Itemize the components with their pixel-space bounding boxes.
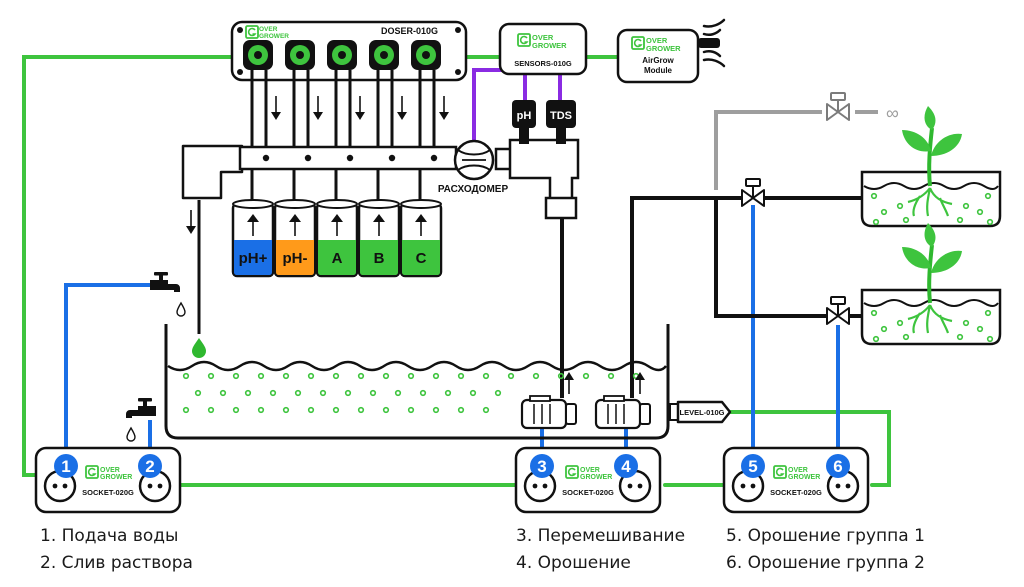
bottle-label: C: [416, 250, 427, 267]
sensors-title: SENSORS-010G: [514, 59, 572, 68]
valve-icon: [826, 92, 850, 121]
marker-5: 5: [741, 454, 765, 478]
bottle-4: B: [357, 199, 401, 278]
svg-text:GROWER: GROWER: [646, 44, 681, 53]
pump-icon: [520, 394, 578, 430]
marker-4: 4: [614, 454, 638, 478]
svg-text:5: 5: [748, 457, 757, 476]
legend-item-6: 6. Орошение группа 2: [726, 553, 925, 573]
faucet-icon: [150, 272, 180, 292]
svg-text:GROWER: GROWER: [259, 33, 289, 40]
marker-3: 3: [530, 454, 554, 478]
marker-6: 6: [826, 454, 850, 478]
svg-text:OVER: OVER: [788, 467, 808, 474]
airgrow-module: OVER GROWER AirGrow Module: [616, 18, 726, 84]
svg-text:GROWER: GROWER: [100, 474, 132, 481]
marker-1: 1: [54, 454, 78, 478]
bottle-label: B: [374, 250, 385, 267]
flowmeter-label: РАСХОДОМЕР: [438, 184, 509, 195]
svg-text:LEVEL-010G: LEVEL-010G: [679, 408, 724, 417]
grow-tray-2: [860, 288, 1002, 346]
grow-tray-1: [860, 170, 1002, 228]
svg-text:6: 6: [833, 457, 842, 476]
bottle-1: pH+: [231, 199, 275, 278]
svg-text:AirGrow: AirGrow: [642, 56, 674, 65]
nutrient-bottles: pH+ pH- A B C: [231, 199, 443, 278]
svg-text:OVER: OVER: [580, 467, 600, 474]
svg-text:OVER: OVER: [100, 467, 120, 474]
reservoir-tank: [164, 324, 670, 440]
bottle-2: pH-: [273, 199, 317, 278]
svg-text:GROWER: GROWER: [532, 41, 567, 50]
legend-item-4: 4. Орошение: [516, 553, 631, 573]
bottle-label: A: [332, 250, 343, 267]
doser-title: DOSER-010G: [381, 26, 438, 36]
svg-text:OVER: OVER: [646, 36, 668, 45]
svg-text:Module: Module: [644, 66, 673, 75]
svg-text:TDS: TDS: [550, 110, 572, 122]
legend-item-2: 2. Слив раствора: [40, 553, 193, 573]
bottle-label: pH+: [239, 250, 268, 267]
probe-ph: pH: [512, 100, 536, 144]
bottle-label: pH-: [283, 250, 308, 267]
flowmeter: [453, 139, 495, 181]
probe-tds: TDS: [546, 100, 576, 144]
legend-item-1: 1. Подача воды: [40, 526, 179, 546]
bottle-5: C: [399, 199, 443, 278]
pump-icon: [594, 394, 652, 430]
sensors-unit: OVER GROWER SENSORS-010G: [498, 22, 588, 76]
svg-text:1: 1: [61, 457, 70, 476]
svg-text:pH: pH: [517, 110, 532, 122]
valve-icon: [826, 296, 850, 325]
svg-text:SOCKET-020G: SOCKET-020G: [770, 488, 822, 497]
wifi-waves-icon: [702, 18, 726, 68]
svg-text:SOCKET-020G: SOCKET-020G: [562, 488, 614, 497]
svg-text:SOCKET-020G: SOCKET-020G: [82, 488, 134, 497]
legend-item-5: 5. Орошение группа 1: [726, 526, 925, 546]
level-sensor: LEVEL-010G: [669, 400, 732, 424]
infinity-symbol: ∞: [886, 103, 899, 123]
svg-text:OVER: OVER: [259, 26, 278, 33]
svg-text:2: 2: [145, 457, 154, 476]
svg-text:OVER: OVER: [532, 33, 554, 42]
svg-text:4: 4: [621, 457, 631, 476]
water-drop-icon: [192, 338, 206, 358]
doser-unit: OVER GROWER DOSER-010G: [230, 20, 468, 82]
svg-text:GROWER: GROWER: [788, 474, 820, 481]
water-drop-icon: [176, 302, 186, 317]
main-pipe: [181, 138, 580, 220]
water-drop-icon: [126, 427, 136, 442]
marker-2: 2: [138, 454, 162, 478]
svg-text:3: 3: [537, 457, 546, 476]
faucet-icon: [126, 398, 156, 418]
valve-icon: [741, 178, 765, 207]
legend-item-3: 3. Перемешивание: [516, 526, 686, 546]
bottle-3: A: [315, 199, 359, 278]
svg-text:GROWER: GROWER: [580, 474, 612, 481]
